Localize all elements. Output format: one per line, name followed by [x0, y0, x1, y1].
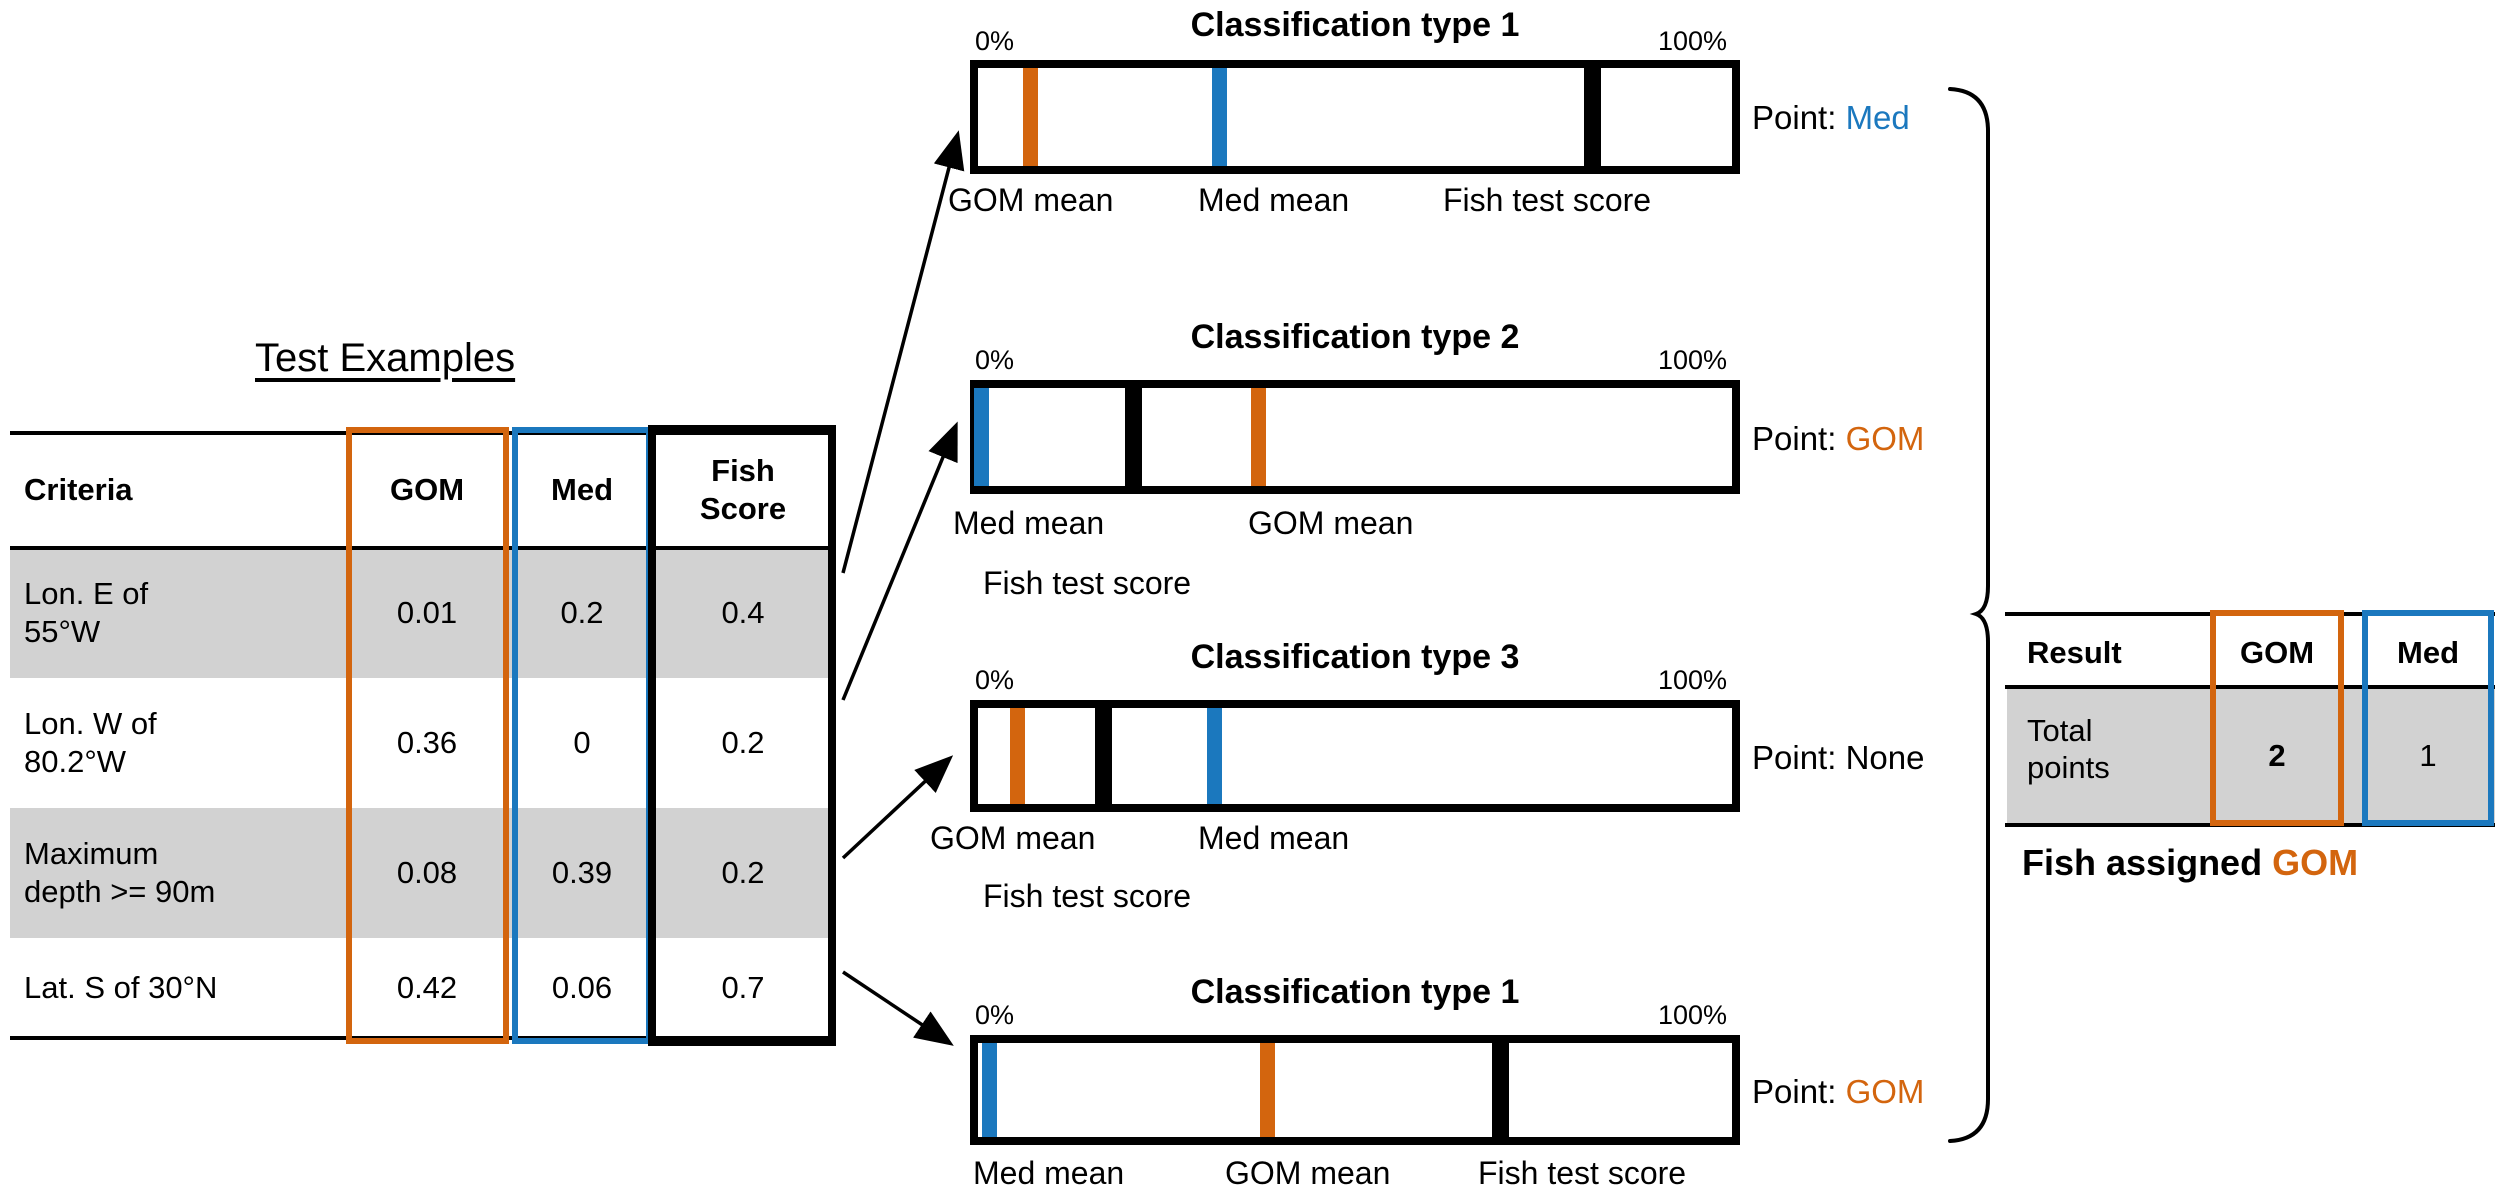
- gom-value-cell: 0.01: [396, 595, 458, 631]
- fish-assigned-value: GOM: [2272, 842, 2359, 883]
- point-label: Point:: [1752, 99, 1837, 136]
- result-header-line: [2005, 685, 2495, 689]
- fish-score-cell: 0.2: [721, 855, 765, 891]
- fish-test-score-tick: [1124, 388, 1142, 486]
- bar2-0pct-label: 0%: [975, 345, 1015, 375]
- bar2-fish-test-score-label: Fish test score: [983, 565, 1192, 601]
- criteria-cell: Lon. E of 55°W: [24, 576, 149, 649]
- point-value: GOM: [1845, 420, 1925, 457]
- table-row-bg-3: [10, 808, 832, 938]
- test-examples-title: Test Examples: [255, 336, 516, 380]
- bar4-100pct-label: 100%: [1657, 1000, 1727, 1030]
- fish-assigned-prefix: Fish assigned: [2022, 842, 2263, 883]
- fish-score-column-box: [648, 425, 836, 1046]
- bar2-classification-bar: [970, 380, 1740, 494]
- fish-score-cell: 0.2: [721, 725, 765, 761]
- gom-mean-tick: [1010, 708, 1026, 804]
- bar4-med-mean-label: Med mean: [973, 1155, 1125, 1191]
- med-mean-tick: [1212, 68, 1228, 166]
- fish-score-cell: 0.7: [721, 970, 765, 1006]
- bar2-med-mean-label: Med mean: [953, 505, 1105, 541]
- gom-total-points: 2: [2268, 738, 2286, 773]
- fish-score-cell: 0.4: [721, 595, 765, 631]
- arrow-row4-to-bar4: [842, 970, 954, 1046]
- fish-test-score-tick: [1583, 68, 1601, 166]
- bar1-point-result: Point: Med: [1752, 99, 1910, 137]
- bar3-fish-test-score-label: Fish test score: [983, 878, 1192, 914]
- fish-test-score-tick: [1491, 1043, 1509, 1137]
- bar4-title: Classification type 1: [1190, 973, 1520, 1011]
- med-mean-tick: [1207, 708, 1222, 804]
- gom-value-cell: 0.08: [396, 855, 458, 891]
- bar2-gom-mean-label: GOM mean: [1248, 505, 1414, 541]
- med-value-cell: 0.06: [551, 970, 613, 1006]
- gom-value-cell: 0.42: [396, 970, 458, 1006]
- bar1-classification-bar: [970, 60, 1740, 174]
- med-mean-tick: [973, 388, 989, 486]
- gom-mean-tick: [1023, 68, 1039, 166]
- fish-test-score-tick: [1095, 708, 1113, 804]
- point-value: None: [1845, 739, 1925, 776]
- bar1-title: Classification type 1: [1190, 6, 1520, 44]
- gom-column-box: [346, 427, 509, 1044]
- total-points-label: Total points: [2027, 713, 2110, 786]
- point-label: Point:: [1752, 420, 1837, 457]
- arrow-row2-to-bar2: [841, 421, 958, 701]
- bar3-0pct-label: 0%: [975, 665, 1015, 695]
- criteria-cell: Lon. W of 80.2°W: [24, 706, 157, 779]
- bar1-gom-mean-label: GOM mean: [948, 182, 1114, 218]
- gom-mean-tick: [1250, 388, 1266, 486]
- result-gom-column-box: [2210, 610, 2344, 826]
- result-med-column-box: [2362, 610, 2494, 826]
- point-value: Med: [1845, 99, 1910, 136]
- bar1-0pct-label: 0%: [975, 26, 1015, 56]
- table-row-bg-1: [10, 548, 832, 678]
- bar3-gom-mean-label: GOM mean: [930, 820, 1096, 856]
- result-header-cell: Result: [2027, 635, 2122, 670]
- fish-assigned-text: Fish assigned GOM: [2022, 842, 2358, 884]
- bar1-fish-test-score-label: Fish test score: [1443, 182, 1652, 218]
- table-top-line: [10, 431, 832, 435]
- bar1-100pct-label: 100%: [1657, 26, 1727, 56]
- table-header-line: [10, 546, 832, 550]
- point-label: Point:: [1752, 739, 1837, 776]
- med-total-points: 1: [2419, 738, 2437, 773]
- bar3-med-mean-label: Med mean: [1198, 820, 1350, 856]
- bar2-title: Classification type 2: [1190, 318, 1520, 356]
- bar4-point-result: Point: GOM: [1752, 1073, 1924, 1111]
- bar1-med-mean-label: Med mean: [1198, 182, 1350, 218]
- gom-value-cell: 0.36: [396, 725, 458, 761]
- gom-header-cell: GOM: [389, 472, 465, 508]
- result-gom-header-cell: GOM: [2239, 635, 2315, 670]
- bar4-classification-bar: [970, 1035, 1740, 1145]
- bar4-gom-mean-label: GOM mean: [1225, 1155, 1391, 1191]
- bar2-point-result: Point: GOM: [1752, 420, 1924, 458]
- bar3-100pct-label: 100%: [1657, 665, 1727, 695]
- arrow-row1-to-bar1: [841, 130, 965, 574]
- bar4-0pct-label: 0%: [975, 1000, 1015, 1030]
- bar4-fish-test-score-label: Fish test score: [1478, 1155, 1687, 1191]
- criteria-header-cell: Criteria: [24, 472, 133, 508]
- bar3-classification-bar: [970, 700, 1740, 812]
- fish-score-header-cell: Fish Score: [699, 453, 787, 526]
- med-column-box: [512, 427, 652, 1044]
- bar2-100pct-label: 100%: [1657, 345, 1727, 375]
- brace-bracket: [1948, 87, 1990, 1143]
- med-header-cell: Med: [551, 472, 613, 508]
- result-med-header-cell: Med: [2397, 635, 2459, 670]
- bar3-title: Classification type 3: [1190, 638, 1520, 676]
- med-value-cell: 0.39: [551, 855, 613, 891]
- criteria-cell: Maximum depth >= 90m: [24, 836, 216, 909]
- med-value-cell: 0: [573, 725, 591, 761]
- criteria-cell: Lat. S of 30°N: [24, 970, 218, 1006]
- gom-mean-tick: [1259, 1043, 1275, 1137]
- point-value: GOM: [1845, 1073, 1925, 1110]
- bar3-point-result: Point: None: [1752, 739, 1924, 777]
- med-mean-tick: [982, 1043, 998, 1137]
- point-label: Point:: [1752, 1073, 1837, 1110]
- med-value-cell: 0.2: [560, 595, 604, 631]
- result-row-bg: [2007, 689, 2495, 823]
